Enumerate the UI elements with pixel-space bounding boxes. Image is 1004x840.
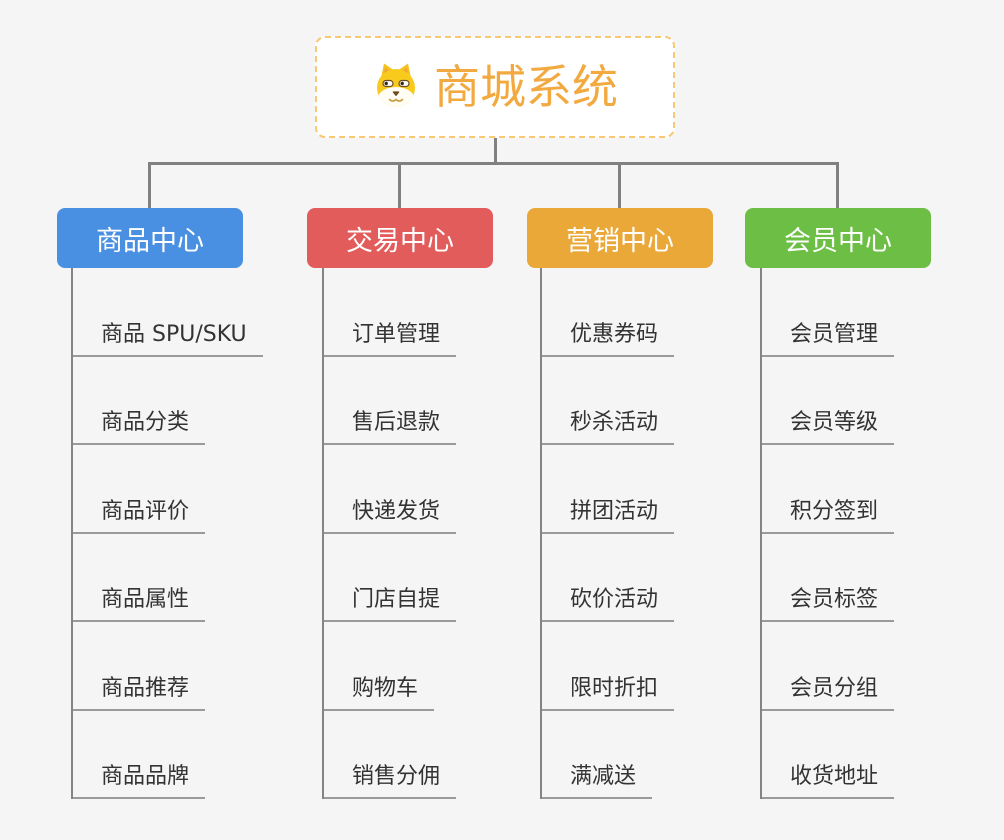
root-node[interactable]: 商城系统 [315,36,675,138]
branch-drop-connector [836,162,839,208]
branch-horizontal-connector [148,162,839,165]
branch-trade-center[interactable]: 交易中心 [307,208,493,268]
leaf-label: 秒杀活动 [542,409,675,445]
root-title: 商城系统 [434,60,618,114]
branch-column-marketing: 优惠券码 秒杀活动 拼团活动 砍价活动 限时折扣 满减送 [540,268,675,799]
leaf-node[interactable]: 商品属性 [73,534,263,622]
leaf-label: 门店自提 [324,586,457,622]
leaf-node[interactable]: 会员分组 [762,622,895,711]
leaf-node[interactable]: 快递发货 [324,445,457,534]
leaf-node[interactable]: 限时折扣 [542,622,675,711]
leaf-node[interactable]: 订单管理 [324,268,457,357]
leaf-node[interactable]: 商品推荐 [73,622,263,711]
leaf-node[interactable]: 优惠券码 [542,268,675,357]
leaf-label: 商品 SPU/SKU [73,321,263,357]
leaf-label: 快递发货 [324,498,457,534]
leaf-label: 商品品牌 [73,763,206,799]
leaf-label: 拼团活动 [542,498,675,534]
leaf-node[interactable]: 拼团活动 [542,445,675,534]
leaf-label: 售后退款 [324,409,457,445]
leaf-label: 销售分佣 [324,763,457,799]
leaf-label: 收货地址 [762,763,895,799]
branch-marketing-center[interactable]: 营销中心 [527,208,713,268]
leaf-node[interactable]: 商品品牌 [73,711,263,799]
leaf-label: 商品推荐 [73,675,206,711]
branch-product-center[interactable]: 商品中心 [57,208,243,268]
leaf-label: 砍价活动 [542,586,675,622]
leaf-node[interactable]: 收货地址 [762,711,895,799]
leaf-label: 优惠券码 [542,321,675,357]
branch-drop-connector [148,162,151,208]
leaf-label: 商品属性 [73,586,206,622]
branch-column-member: 会员管理 会员等级 积分签到 会员标签 会员分组 收货地址 [760,268,895,799]
leaf-label: 商品评价 [73,498,206,534]
branch-column-trade: 订单管理 售后退款 快递发货 门店自提 购物车 销售分佣 [322,268,457,799]
leaf-label: 积分签到 [762,498,895,534]
leaf-label: 限时折扣 [542,675,675,711]
leaf-label: 会员分组 [762,675,895,711]
root-stem-connector [494,138,497,164]
leaf-node[interactable]: 会员管理 [762,268,895,357]
leaf-label: 会员标签 [762,586,895,622]
leaf-node[interactable]: 销售分佣 [324,711,457,799]
leaf-node[interactable]: 购物车 [324,622,456,711]
branch-member-center[interactable]: 会员中心 [745,208,931,268]
leaf-node[interactable]: 秒杀活动 [542,357,675,445]
leaf-node[interactable]: 积分签到 [762,445,895,534]
leaf-node[interactable]: 商品 SPU/SKU [73,268,263,357]
leaf-node[interactable]: 满减送 [542,711,674,799]
leaf-node[interactable]: 门店自提 [324,534,457,622]
branch-drop-connector [398,162,401,208]
leaf-node[interactable]: 会员标签 [762,534,895,622]
branch-drop-connector [618,162,621,208]
leaf-node[interactable]: 商品分类 [73,357,263,445]
leaf-label: 满减送 [542,763,653,799]
leaf-label: 订单管理 [324,321,457,357]
leaf-node[interactable]: 商品评价 [73,445,263,534]
leaf-label: 商品分类 [73,409,206,445]
branch-column-product: 商品 SPU/SKU 商品分类 商品评价 商品属性 商品推荐 商品品牌 [71,268,263,799]
leaf-node[interactable]: 会员等级 [762,357,895,445]
leaf-node[interactable]: 售后退款 [324,357,457,445]
leaf-node[interactable]: 砍价活动 [542,534,675,622]
leaf-label: 购物车 [324,675,435,711]
leaf-label: 会员管理 [762,321,895,357]
leaf-label: 会员等级 [762,409,895,445]
dog-face-icon [372,61,420,113]
